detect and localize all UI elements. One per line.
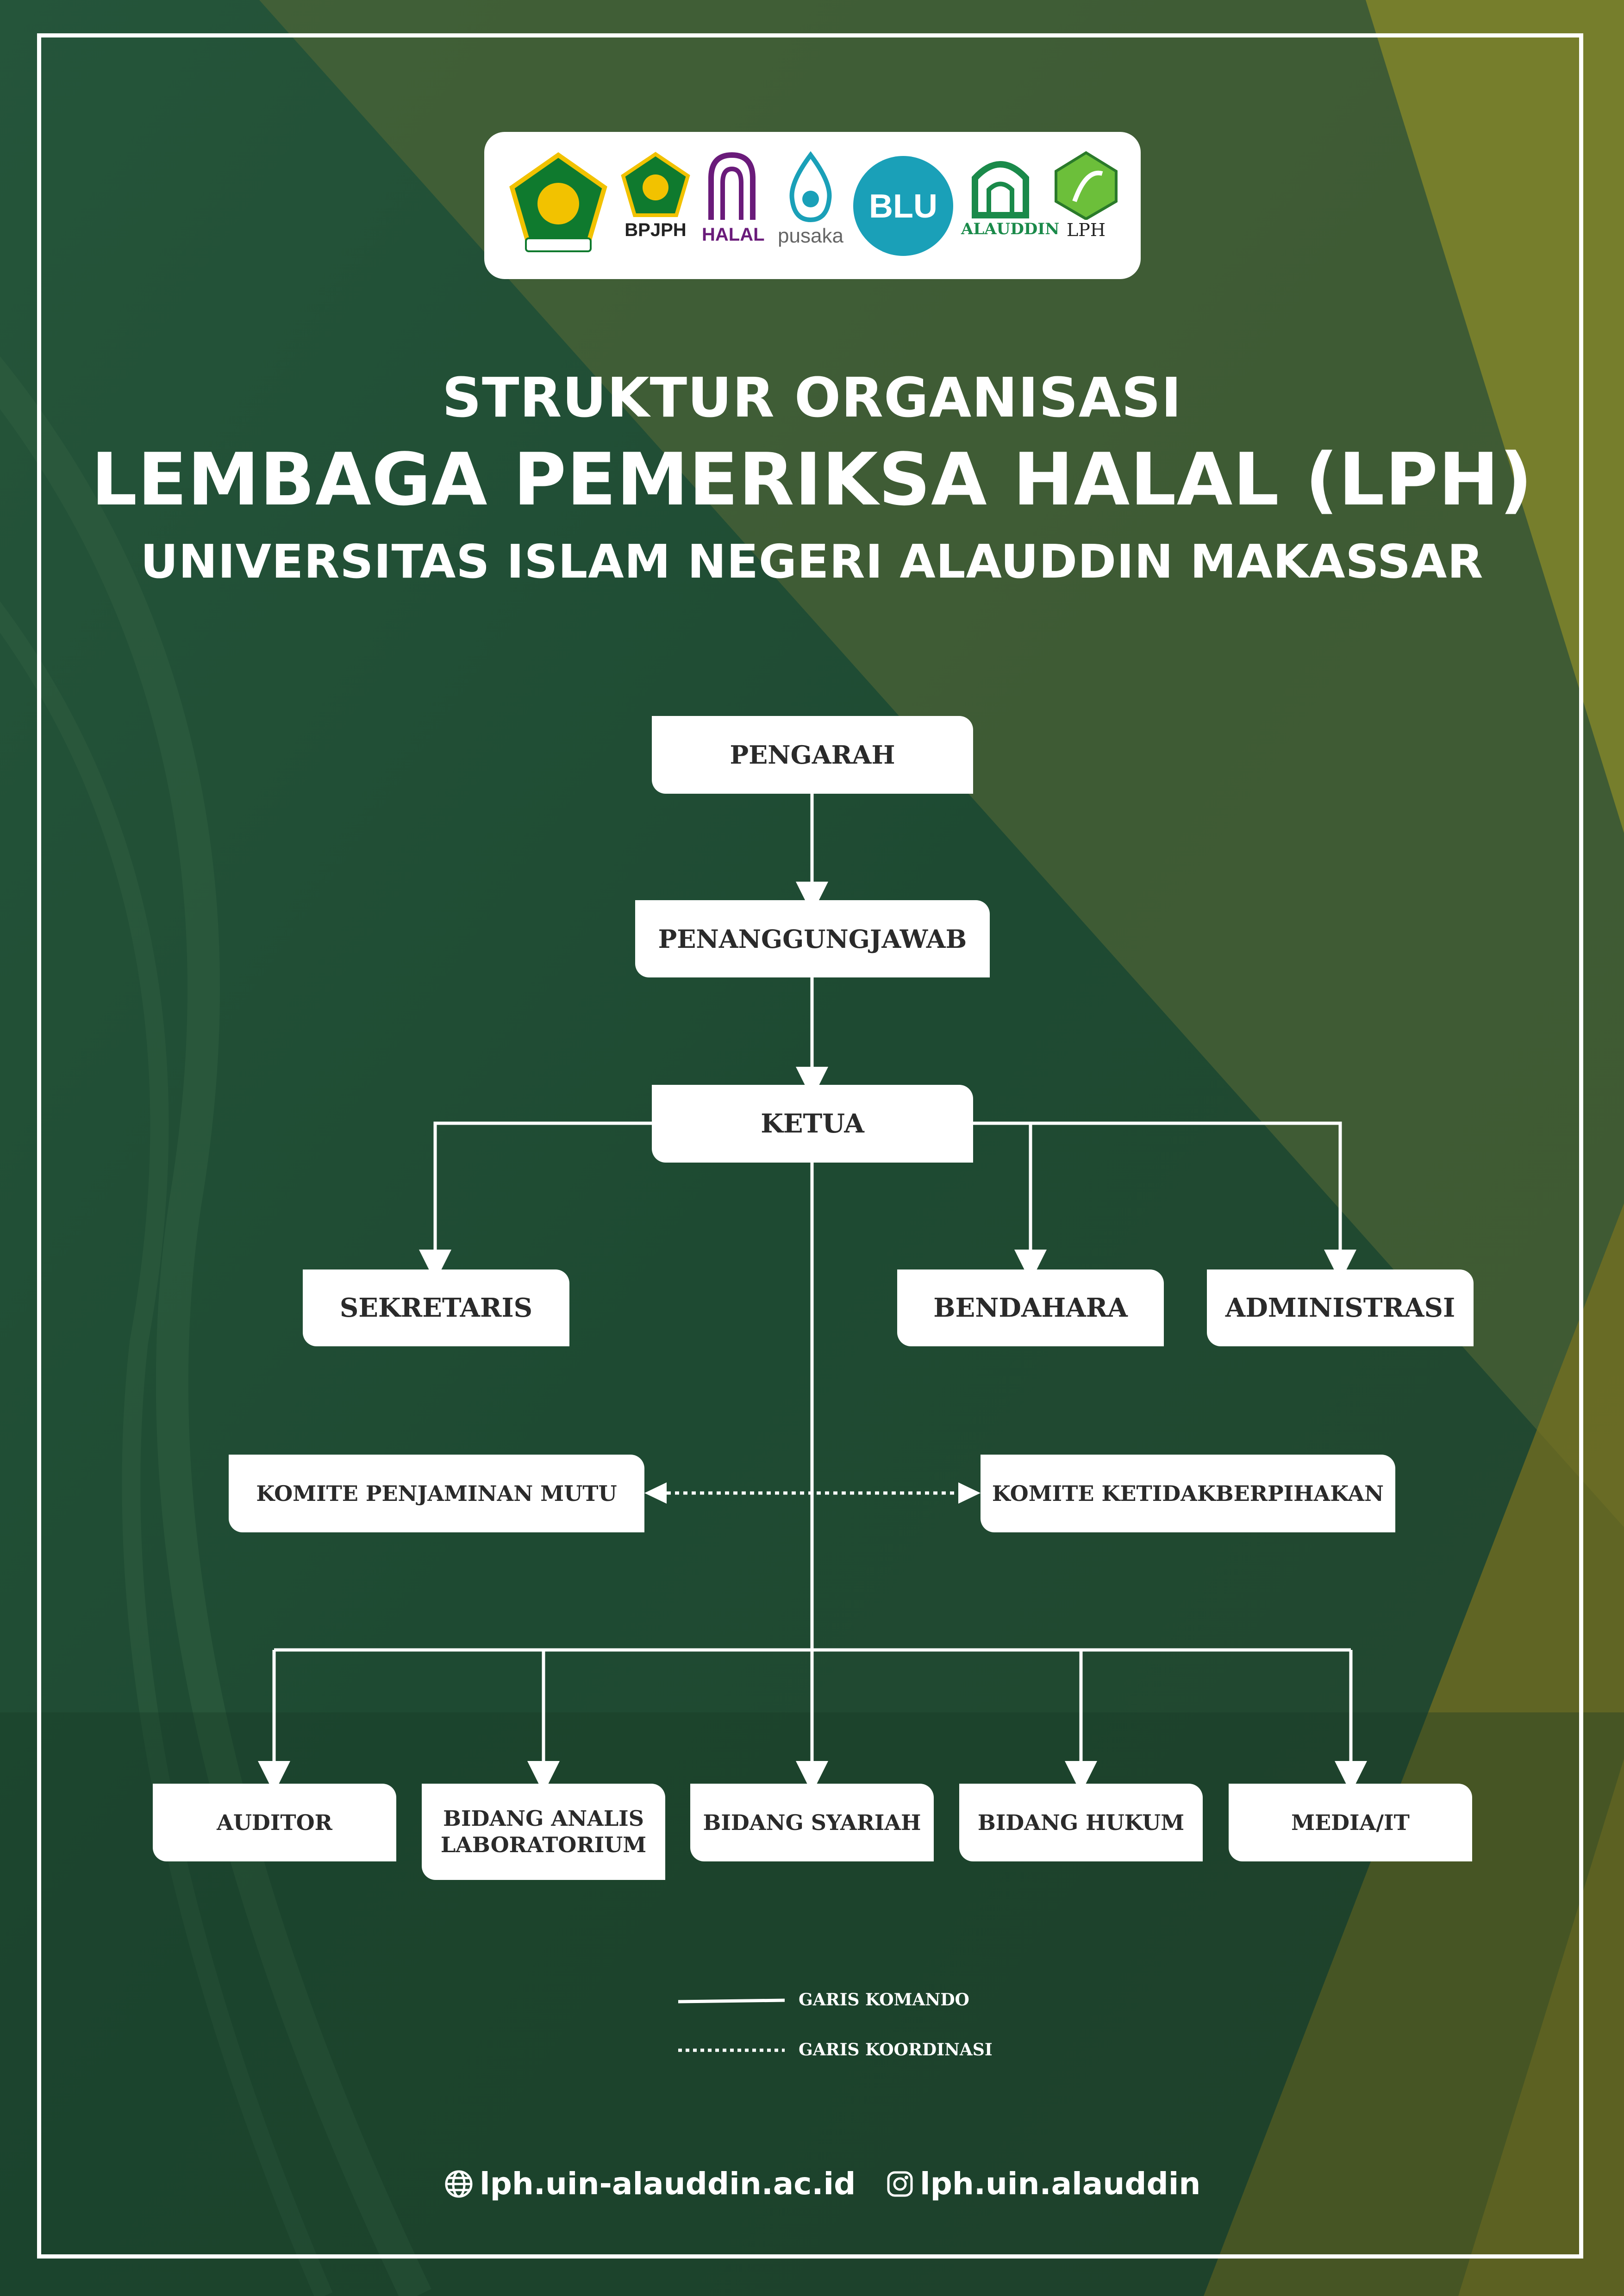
instagram-icon [887,2171,913,2196]
bpjph-caption: BPJPH [625,220,687,240]
node-bendahara: BENDAHARA [897,1269,1164,1346]
pusaka-icon: pusaka [776,150,845,261]
title-line-2: LEMBAGA PEMERIKSA HALAL (LPH) [91,437,1533,522]
title-line-1: STRUKTUR ORGANISASI [442,366,1182,429]
node-auditor: AUDITOR [153,1784,396,1861]
node-administrasi: ADMINISTRASI [1207,1269,1474,1346]
node-bidang-analis-laboratorium: BIDANG ANALIS LABORATORIUM [422,1784,665,1880]
node-pengarah: PENGARAH [652,716,973,794]
lph-logo-icon: LPH [1047,150,1125,261]
line-ketua-sekretaris [419,1121,652,1282]
node-bidang-analis-line-2: LABORATORIUM [440,1832,647,1857]
legend-coordination-label: GARIS KOORDINASI [799,2040,993,2060]
node-sekretaris: SEKRETARIS [303,1269,569,1346]
pusaka-caption: pusaka [778,224,843,247]
blu-caption: BLU [869,188,937,225]
legend-command-label: GARIS KOMANDO [799,1990,969,2010]
legend-command-line [678,1998,785,2004]
line-ketua-bendahara-administrasi [972,1121,1356,1282]
logo-bar: BPJPH HALAL pusaka BLU ALAUDDIN [484,132,1141,279]
arrow-left-committee [644,1482,667,1504]
footer-instagram-text: lph.uin.alauddin [920,2166,1201,2202]
footer-instagram[interactable]: lph.uin.alauddin [887,2166,1200,2202]
node-penanggungjawab: PENANGGUNGJAWAB [635,900,990,977]
halal-indonesia-icon: HALAL [702,150,765,261]
node-komite-penjaminan-mutu: KOMITE PENJAMINAN MUTU [229,1455,644,1532]
page-frame [37,33,1583,2259]
kemenag-emblem-icon [507,150,609,261]
globe-icon [445,2170,473,2197]
footer-website-text: lph.uin-alauddin.ac.id [480,2166,856,2202]
node-bidang-syariah: BIDANG SYARIAH [690,1784,934,1861]
arrow-right-committee [958,1482,981,1504]
node-media-it: MEDIA/IT [1229,1784,1472,1861]
lph-caption: LPH [1067,220,1106,240]
blu-speed-icon: BLU [852,150,954,261]
title-line-3: UNIVERSITAS ISLAM NEGERI ALAUDDIN MAKASS… [140,535,1484,589]
halal-caption: HALAL [702,224,765,245]
bpjph-emblem-icon: BPJPH [618,150,693,261]
node-bidang-hukum: BIDANG HUKUM [959,1784,1203,1861]
footer-website[interactable]: lph.uin-alauddin.ac.id [444,2166,856,2202]
node-komite-ketidakberpihakan: KOMITE KETIDAKBERPIHAKAN [981,1455,1395,1532]
node-bidang-analis-line-1: BIDANG ANALIS [443,1805,644,1831]
node-ketua: KETUA [652,1085,973,1163]
